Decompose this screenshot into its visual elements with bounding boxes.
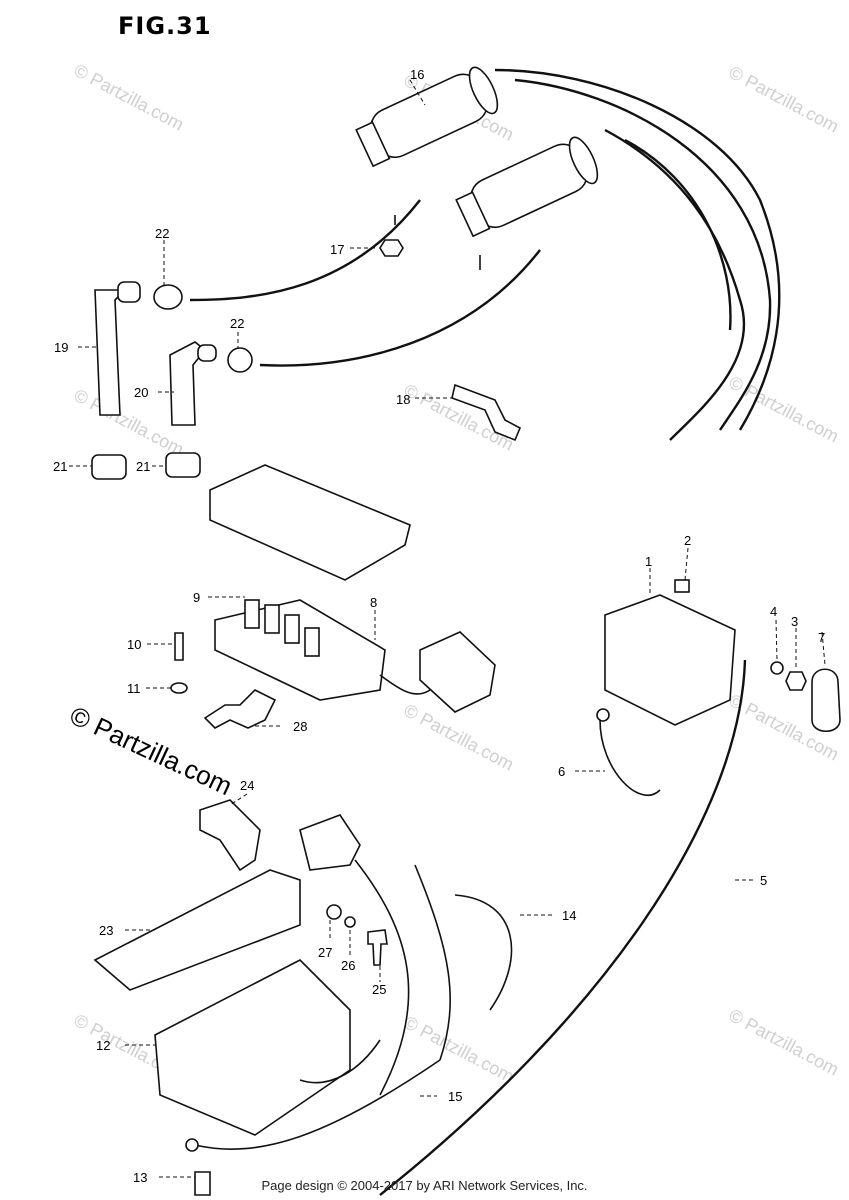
nut-3 — [785, 671, 807, 691]
callout-22: 22 — [155, 226, 169, 241]
callout-4: 4 — [770, 604, 777, 619]
callout-12: 12 — [96, 1038, 110, 1053]
callout-20: 20 — [134, 385, 148, 400]
callout-21: 21 — [53, 459, 67, 474]
callout-15: 15 — [448, 1089, 462, 1104]
callout-10: 10 — [127, 637, 141, 652]
callout-28: 28 — [293, 719, 307, 734]
callout-27: 27 — [318, 945, 332, 960]
terminal — [185, 1138, 199, 1152]
fuse-box-8 — [214, 599, 496, 713]
callout-23: 23 — [99, 923, 113, 938]
washer-26 — [344, 916, 356, 928]
clamp-18 — [451, 383, 522, 442]
plug-cap-20 — [169, 341, 217, 426]
callout-1: 1 — [645, 554, 652, 569]
nut-17 — [379, 239, 404, 257]
callout-5: 5 — [760, 873, 767, 888]
washer-11 — [170, 682, 188, 694]
bracket-28 — [203, 689, 277, 729]
callout-7: 7 — [818, 630, 825, 645]
washer-4 — [770, 661, 784, 675]
cap-7 — [811, 668, 841, 733]
washer-27 — [326, 904, 342, 920]
callout-14: 14 — [562, 908, 576, 923]
ground-wire-14 — [454, 894, 513, 1011]
bolt-10 — [174, 632, 184, 661]
plug-cap-19 — [94, 281, 141, 416]
footer-copyright: Page design © 2004-2017 by ARI Network S… — [261, 1178, 588, 1193]
connector-plug — [299, 814, 361, 871]
callout-16: 16 — [410, 67, 424, 82]
ground-wire-15 — [194, 1059, 441, 1150]
cover-22b — [227, 347, 253, 373]
callout-22: 22 — [230, 316, 244, 331]
callout-3: 3 — [791, 614, 798, 629]
callout-11: 11 — [127, 681, 141, 696]
callout-26: 26 — [341, 958, 355, 973]
bracket-23 — [93, 869, 301, 991]
leader-lines — [69, 79, 826, 1178]
callout-2: 2 — [684, 533, 691, 548]
cap-21a — [91, 454, 127, 480]
harness — [354, 859, 410, 1096]
ignition-coil-16 — [189, 66, 781, 441]
callout-9: 9 — [193, 590, 200, 605]
starter-relay-1 — [596, 579, 736, 797]
callout-21: 21 — [136, 459, 150, 474]
harness-b — [414, 864, 451, 1061]
callout-8: 8 — [370, 595, 377, 610]
cover-22a — [153, 284, 183, 310]
callout-13: 13 — [133, 1170, 147, 1185]
rectifier-12 — [154, 959, 381, 1136]
cap-21b — [165, 452, 201, 478]
bracket-24 — [199, 799, 261, 872]
figure-title: FIG.31 — [118, 12, 212, 40]
callout-24: 24 — [240, 778, 254, 793]
callout-19: 19 — [54, 340, 68, 355]
callout-6: 6 — [558, 764, 565, 779]
bolt-25 — [367, 929, 388, 966]
callout-25: 25 — [372, 982, 386, 997]
battery-cable-5 — [379, 659, 747, 1196]
bolt-13 — [194, 1171, 211, 1196]
fuse-box-cover — [209, 464, 411, 581]
callout-17: 17 — [330, 242, 344, 257]
callout-18: 18 — [396, 392, 410, 407]
callout-labels: 16 22 17 19 22 20 18 21 21 9 8 10 11 28 … — [53, 67, 825, 1185]
